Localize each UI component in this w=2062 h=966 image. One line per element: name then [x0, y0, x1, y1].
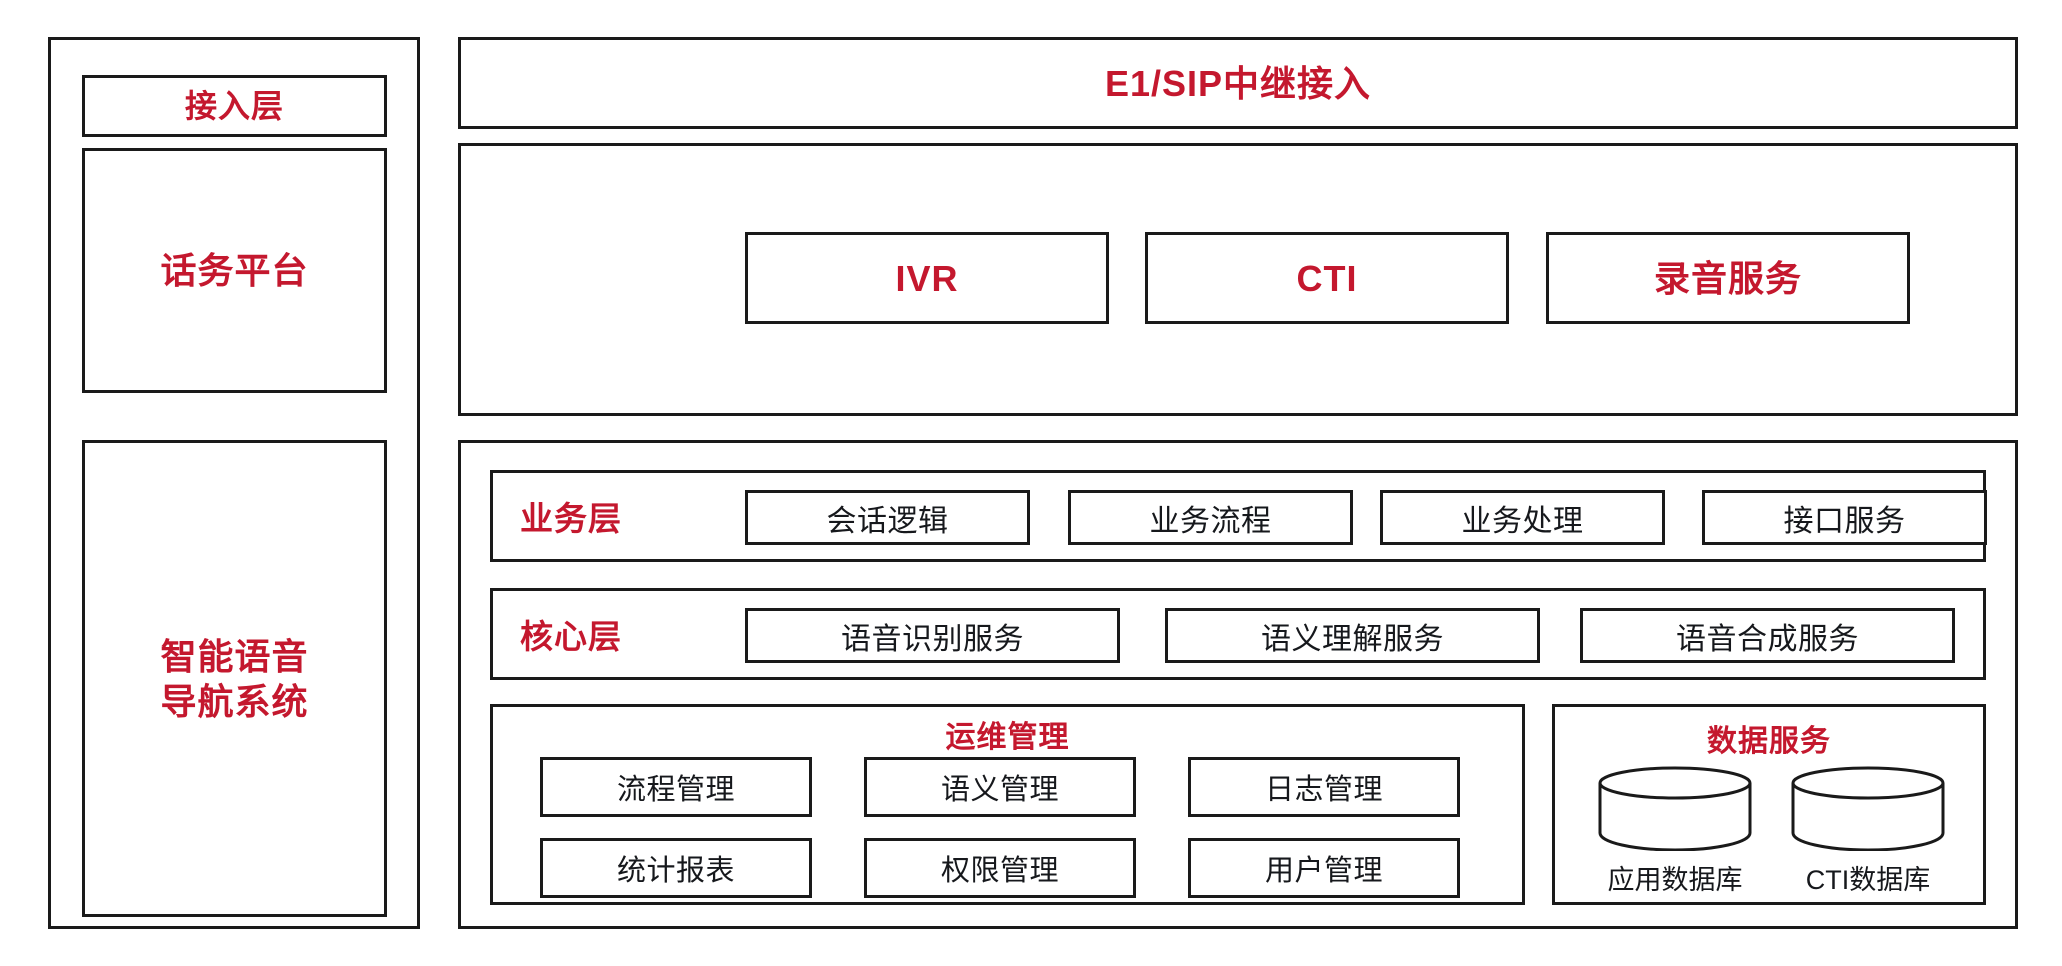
- trunk-access-panel[interactable]: E1/SIP中继接入: [458, 37, 2018, 129]
- business-item-interface-service[interactable]: 接口服务: [1702, 490, 1987, 545]
- business-item-label-interface-service: 接口服务: [1783, 504, 1906, 538]
- service-label-ivr: IVR: [895, 257, 959, 299]
- data-service-title: 数据服务: [1707, 725, 1831, 758]
- core-layer-label: 核心层: [520, 618, 622, 655]
- ops-item-permission-management[interactable]: 权限管理: [864, 838, 1136, 898]
- ops-item-label-permission-management: 权限管理: [940, 855, 1059, 887]
- service-label-cti: CTI: [1296, 257, 1358, 299]
- service-box-cti[interactable]: CTI: [1145, 232, 1509, 324]
- business-item-label-session-logic: 会话逻辑: [826, 504, 949, 538]
- core-item-label-speech-recognition: 语音识别服务: [841, 622, 1024, 656]
- database-icon: [1598, 766, 1752, 851]
- database-label-application: 应用数据库: [1607, 865, 1743, 895]
- service-label-recording: 录音服务: [1653, 257, 1802, 299]
- database-icon: [1791, 766, 1945, 851]
- voice-nav-system-box[interactable]: 智能语音 导航系统: [82, 440, 387, 917]
- business-item-business-handling[interactable]: 业务处理: [1380, 490, 1665, 545]
- service-box-recording[interactable]: 录音服务: [1546, 232, 1910, 324]
- service-box-ivr[interactable]: IVR: [745, 232, 1109, 324]
- access-layer-label: 接入层: [184, 88, 284, 124]
- trunk-access-label: E1/SIP中继接入: [1104, 62, 1372, 104]
- ops-item-process-management[interactable]: 流程管理: [540, 757, 812, 817]
- core-item-label-semantic-understanding: 语义理解服务: [1261, 622, 1444, 656]
- business-item-label-business-process: 业务流程: [1149, 504, 1272, 538]
- ops-item-label-log-management: 日志管理: [1264, 774, 1383, 806]
- business-item-business-process[interactable]: 业务流程: [1068, 490, 1353, 545]
- database-label-cti: CTI数据库: [1805, 865, 1931, 895]
- ops-item-log-management[interactable]: 日志管理: [1188, 757, 1460, 817]
- voice-nav-system-label-line2: 导航系统: [160, 680, 309, 722]
- ops-management-title: 运维管理: [945, 721, 1070, 754]
- call-platform-label: 话务平台: [160, 250, 309, 291]
- core-item-speech-recognition[interactable]: 语音识别服务: [745, 608, 1120, 663]
- ops-item-label-statistics-report: 统计报表: [616, 855, 735, 887]
- ops-item-statistics-report[interactable]: 统计报表: [540, 838, 812, 898]
- ops-item-label-process-management: 流程管理: [616, 774, 735, 806]
- ops-item-semantic-management[interactable]: 语义管理: [864, 757, 1136, 817]
- business-item-session-logic[interactable]: 会话逻辑: [745, 490, 1030, 545]
- core-item-speech-synthesis[interactable]: 语音合成服务: [1580, 608, 1955, 663]
- access-layer-box[interactable]: 接入层: [82, 75, 387, 137]
- ops-item-label-semantic-management: 语义管理: [940, 774, 1059, 806]
- ops-item-user-management[interactable]: 用户管理: [1188, 838, 1460, 898]
- call-platform-box[interactable]: 话务平台: [82, 148, 387, 393]
- business-item-label-business-handling: 业务处理: [1461, 504, 1584, 538]
- core-item-label-speech-synthesis: 语音合成服务: [1676, 622, 1859, 656]
- ops-item-label-user-management: 用户管理: [1264, 855, 1383, 887]
- business-layer-label: 业务层: [520, 500, 622, 537]
- database-cylinder-cti[interactable]: [1790, 765, 1946, 851]
- voice-nav-system-label-line1: 智能语音: [160, 635, 309, 677]
- core-item-semantic-understanding[interactable]: 语义理解服务: [1165, 608, 1540, 663]
- database-cylinder-application[interactable]: [1597, 765, 1753, 851]
